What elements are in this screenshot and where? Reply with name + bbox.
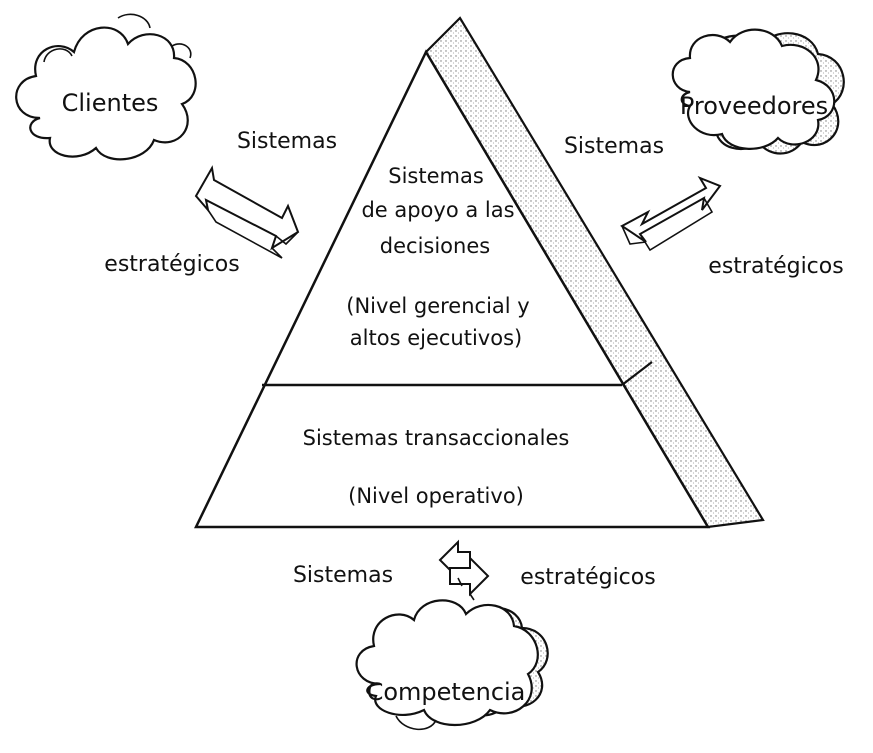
right-estrategicos-label: estratégicos [708, 254, 844, 279]
level-divider-side [621, 361, 653, 386]
bottom-estrategicos-label: estratégicos [520, 565, 656, 590]
upper-level-line-2: de apoyo a las [361, 198, 515, 222]
competencia-label: Competencia [366, 678, 526, 706]
upper-level-line-1: Sistemas [388, 164, 484, 188]
left-estrategicos-label: estratégicos [104, 252, 240, 277]
clientes-cloud [15, 13, 197, 161]
bottom-sistemas-label: Sistemas [292, 563, 394, 588]
upper-level-line-3: decisiones [379, 234, 491, 258]
proveedores-label: Proveedores [679, 92, 829, 120]
competencia-cloud [355, 599, 549, 731]
left-double-arrow [194, 165, 300, 259]
pyramid-front-face [194, 49, 711, 529]
proveedores-cloud [671, 28, 845, 155]
right-double-arrow [620, 175, 722, 252]
upper-level-note-1: (Nivel gerencial y [346, 294, 530, 318]
lower-level-title: Sistemas transaccionales [302, 426, 570, 450]
left-sistemas-label: Sistemas [236, 129, 338, 154]
lower-level-note: (Nivel operativo) [348, 484, 524, 508]
right-sistemas-label: Sistemas [563, 134, 665, 159]
bottom-swap-arrows [438, 539, 490, 601]
clientes-label: Clientes [61, 89, 159, 117]
upper-level-note-2: altos ejecutivos) [349, 326, 523, 350]
